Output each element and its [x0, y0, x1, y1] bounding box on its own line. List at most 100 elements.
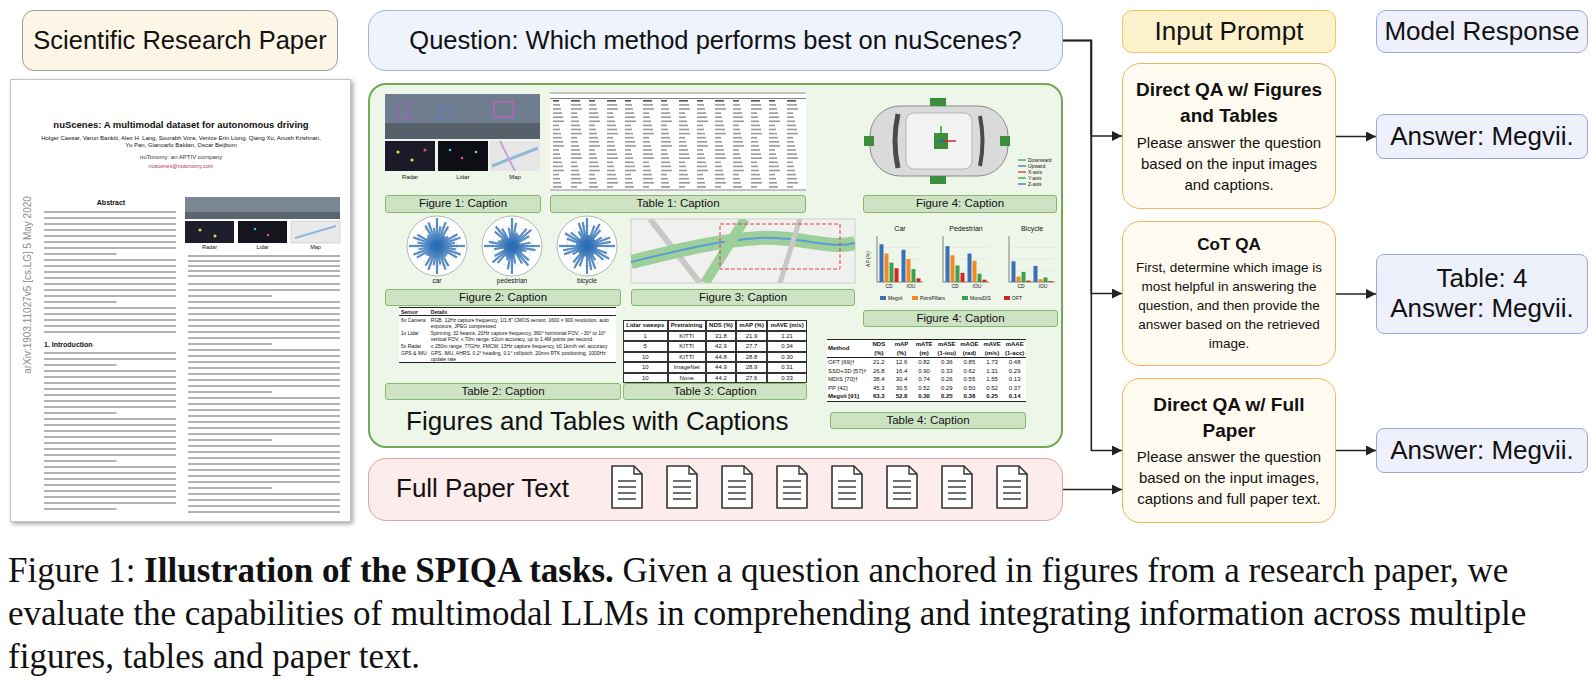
table1-rows — [589, 153, 596, 155]
paper-text-lines — [44, 307, 176, 309]
tick-label: IOU — [1039, 284, 1048, 290]
bar-chart — [944, 247, 989, 248]
table1-rows — [589, 116, 599, 118]
table1-rows — [643, 121, 651, 123]
paper-text-lines — [188, 295, 272, 297]
table-cell: KITTI — [668, 352, 706, 363]
table-cell: 0.50 — [958, 384, 981, 393]
table1-rows — [643, 153, 653, 155]
table-cell: 0.34 — [767, 341, 807, 352]
tick-label: CD — [885, 284, 892, 290]
table1-rows — [697, 100, 703, 102]
table1-rows — [571, 125, 580, 127]
table1-rows — [733, 170, 744, 172]
table1-rows — [571, 100, 580, 102]
table-cell: None — [668, 373, 706, 384]
tick-label: CD — [1017, 284, 1024, 290]
bar-chart — [1010, 270, 1055, 271]
table-cell: 0.13 — [1003, 375, 1026, 384]
bar-chart — [1012, 261, 1016, 282]
figure1-images — [494, 102, 513, 117]
node-text: Figure 4: Caption — [864, 312, 1057, 325]
table1-rows — [679, 145, 687, 147]
data-table: MethodNDSmAPmATEmASEmAOEmAVEmAAE(%)(%)(m… — [827, 339, 1026, 402]
paper-text-lines — [44, 448, 176, 450]
table1-rows — [697, 153, 704, 155]
paper-text-lines — [44, 259, 176, 261]
table1-rows — [661, 170, 672, 172]
table-cell: 0.37 — [1003, 384, 1026, 393]
car-sensor-layout — [939, 139, 943, 143]
text-group: CoT QAFirst, determine which image is mo… — [1129, 233, 1329, 354]
node-text: First, determine which image is most hel… — [1129, 259, 1329, 353]
paper-text-lines — [44, 472, 176, 474]
table1-rows — [643, 178, 653, 180]
car-sensor-layout — [906, 113, 972, 169]
bar-chart — [978, 274, 982, 282]
table1-rows — [553, 149, 559, 151]
caption-tag: Figure 3: Caption — [631, 289, 855, 306]
table1-rows — [589, 166, 599, 168]
table1-rows — [679, 112, 685, 114]
paper-text-lines — [188, 373, 340, 375]
table1-rows — [679, 137, 685, 139]
polar-plots — [493, 246, 512, 262]
text-holder: Holger Caesar, Varun Bankiti, Alex H. La… — [37, 135, 325, 149]
table1-rows — [571, 162, 577, 164]
legend-item: Downward — [1018, 157, 1052, 163]
table1-rows — [715, 157, 726, 159]
response-box: Answer: Megvii. — [1376, 114, 1588, 159]
table-cell: (m/s) — [981, 349, 1004, 359]
legend-text: Y-axis — [1028, 175, 1041, 181]
table1-rows — [571, 112, 577, 114]
table1-rows — [715, 182, 726, 184]
table1-rows — [787, 104, 797, 106]
table1-rows — [643, 108, 654, 110]
table-cell: Pretraining — [668, 320, 706, 331]
car-sensor-layout — [980, 116, 983, 166]
car-sensor-layout — [864, 98, 1010, 184]
node-text: Full Paper Text — [396, 474, 616, 504]
table1-rows — [550, 93, 806, 94]
polar-plots — [579, 223, 587, 246]
table1-rows — [553, 104, 560, 106]
table1-rows — [661, 125, 667, 127]
table1-rows — [553, 145, 564, 147]
table1-rows — [625, 178, 632, 180]
table-cell: GPS, IMU, AHRS. 0.2° heading, 0.1° roll/… — [429, 349, 616, 362]
table1-rows — [733, 108, 741, 110]
paper-text-lines — [44, 325, 176, 327]
paper-text-lines — [44, 484, 176, 486]
node-text: Table 3: Caption — [624, 385, 806, 398]
table1-rows — [751, 125, 760, 127]
text-group: Direct QA w/ Full PaperPlease answer the… — [1129, 392, 1329, 509]
table-cell: Megvii [91] — [827, 392, 868, 401]
polar-plots — [407, 216, 467, 276]
paper-text-lines — [188, 361, 340, 363]
table-cell: 0.48 — [1003, 358, 1026, 367]
polar-plots — [564, 246, 587, 254]
map-figure — [631, 219, 855, 283]
table1-rows — [625, 149, 631, 151]
response-box: Answer: Megvii. — [1376, 428, 1588, 473]
document-icons — [612, 466, 642, 508]
table1-rows — [733, 116, 743, 118]
table1-rows — [571, 166, 578, 168]
table1-rows — [769, 108, 777, 110]
document-icons — [777, 466, 807, 508]
table-cell: 0.55 — [958, 375, 981, 384]
paper-text-lines — [188, 255, 340, 257]
document-icons — [887, 466, 917, 508]
connector-arrow — [1336, 293, 1376, 295]
table-cell: 1x Lidar — [399, 329, 429, 342]
table1-rows — [643, 166, 650, 168]
table1-rows — [661, 178, 668, 180]
tick-label: CD — [951, 284, 958, 290]
paper-text-lines — [188, 421, 340, 423]
table1-rows — [643, 174, 652, 176]
table-cell: 0.74 — [913, 375, 936, 384]
paper-page — [10, 79, 351, 522]
bar-chart — [877, 236, 878, 282]
table1-rows — [787, 100, 796, 102]
bar-chart — [1010, 247, 1055, 248]
